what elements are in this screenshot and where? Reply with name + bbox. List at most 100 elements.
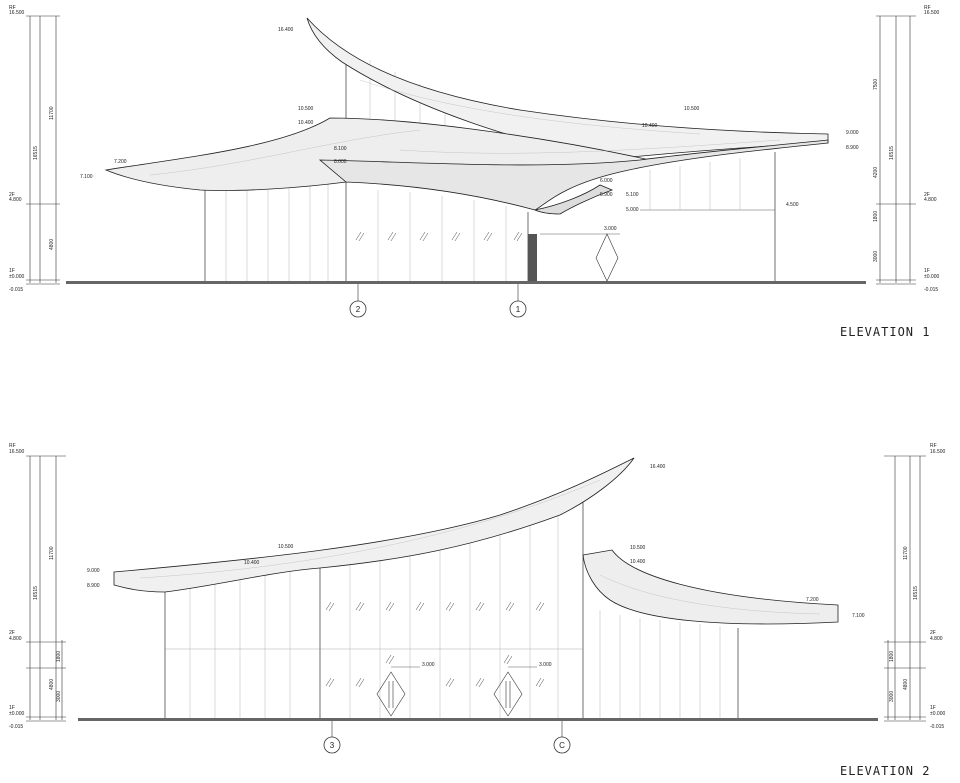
diamond-windows [376,666,537,717]
left-level-labels: RF 16.500 2F 4.800 1F ±0.000 -0.015 1651… [9,443,62,730]
right-roof [582,549,839,625]
left-level-labels: RF 16.500 2F 4.800 1F ±0.000 -0.015 1651… [9,5,55,293]
dimension-upper: 11700 [49,546,55,560]
dimension-total: 16515 [913,586,919,600]
level-annotation: 7.200 [114,159,127,165]
dimension-d: 3000 [873,251,879,262]
level-annotation: 3.000 [539,662,552,668]
dimension-total: 16515 [33,146,39,160]
level-value: 16.500 [9,10,25,16]
level-annotation: 10.500 [298,106,314,112]
level-annotation: 7.100 [80,174,93,180]
level-annotation: 9.000 [87,568,100,574]
dimension-upper: 11700 [903,546,909,560]
level-value: 4.800 [930,636,943,642]
axis-markers: 2 1 [349,284,527,318]
level-value: 4.800 [924,197,937,203]
dimension-total: 16515 [33,586,39,600]
level-value: -0.015 [930,724,944,730]
level-value: 16.500 [930,449,946,455]
level-code: RF [924,5,931,11]
level-annotation: 3.000 [422,662,435,668]
left-level-scale [26,15,60,285]
level-annotation: 10.500 [684,106,700,112]
level-annotation: 9.000 [846,130,859,136]
level-value: -0.015 [9,287,23,293]
dimension-base: 4800 [903,679,909,690]
diamond-window [493,671,523,717]
dimension-low: 3000 [56,691,62,702]
left-level-scale [26,455,66,722]
level-code: RF [930,443,937,449]
elevation-title: ELEVATION 1 [840,325,930,339]
level-annotation: 3.000 [604,226,617,232]
glass-hatch [355,231,523,242]
glass-hatch [325,601,545,688]
dimension-a: 7500 [873,79,879,90]
level-annotation: 5.000 [626,207,639,213]
roof-surfaces [104,17,829,215]
level-annotation: 10.400 [244,560,260,566]
dimension-low: 3000 [889,691,895,702]
curtain-wall-mullions [189,510,721,718]
axis-bubble [553,736,571,754]
level-code: 2F [924,192,930,198]
axis-label: C [559,741,565,750]
level-code: 2F [9,192,15,198]
dimension-upper: 11700 [49,106,55,120]
axis-label: 3 [330,741,335,750]
level-annotation: 6.000 [600,178,613,184]
facade-walls [164,500,739,718]
elevation-1: RF 16.500 2F 4.800 1F ±0.000 -0.015 1651… [9,5,940,339]
diamond-window [595,233,619,282]
level-value: 4.800 [9,636,22,642]
level-annotation: 8.900 [846,145,859,151]
level-code: 1F [9,268,15,274]
level-value: ±0.000 [9,274,24,280]
level-annotation: 8.900 [87,583,100,589]
elevation-2: RF 16.500 2F 4.800 1F ±0.000 -0.015 1651… [9,443,946,778]
level-value: ±0.000 [924,274,939,280]
roof-surfaces [113,457,839,625]
level-value: ±0.000 [930,711,945,717]
dimension-c: 1800 [873,211,879,222]
door-panel [528,234,537,281]
level-annotation: 8.100 [334,146,347,152]
level-value: 16.500 [9,449,25,455]
axis-markers: 3 C [323,721,571,754]
main-roof [113,457,635,593]
dimension-mid: 1800 [56,651,62,662]
axis-label: 2 [356,305,361,314]
level-annotation: 4.500 [786,202,799,208]
level-value: 16.500 [924,10,940,16]
level-value: -0.015 [9,724,23,730]
roof-ribs [149,79,781,176]
dimension-mid: 1800 [889,651,895,662]
axis-bubble [323,736,341,754]
level-annotation: 10.400 [642,123,658,129]
level-annotation: 8.000 [334,159,347,165]
right-level-scale [876,15,916,285]
level-code: 1F [9,705,15,711]
dimension-total: 16515 [889,146,895,160]
right-level-labels: RF 16.500 2F 4.800 1F ±0.000 -0.015 1651… [873,5,940,293]
level-annotation: 7.200 [806,597,819,603]
level-annotation: 7.100 [852,613,865,619]
small-roof [533,184,614,215]
level-value: ±0.000 [9,711,24,717]
level-code: 1F [930,705,936,711]
right-level-labels: RF 16.500 2F 4.800 1F ±0.000 -0.015 1170… [889,443,946,730]
level-annotation: 16.400 [650,464,666,470]
dimension-lower: 4800 [49,239,55,250]
axis-bubble [509,300,527,318]
level-annotation: 10.400 [298,120,314,126]
level-code: 1F [924,268,930,274]
level-annotation: 5.900 [600,192,613,198]
ground-line [66,281,866,284]
level-annotation: 10.500 [278,544,294,550]
level-annotation: 10.500 [630,545,646,551]
level-annotation: 16.400 [278,27,294,33]
diamond-window [376,671,406,717]
mid-roof-band [318,139,829,211]
